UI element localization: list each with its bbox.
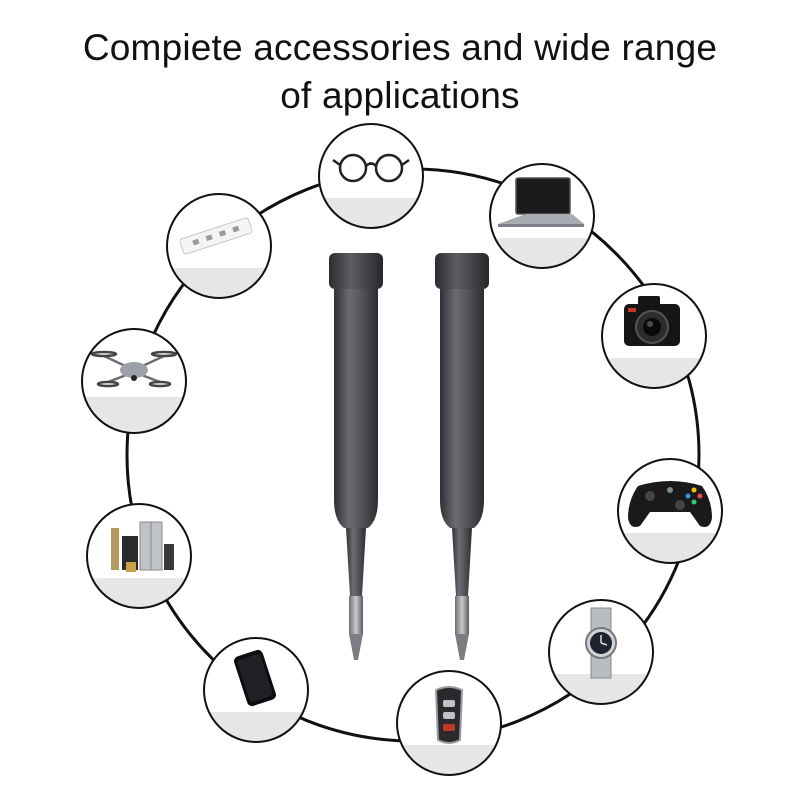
laptop-icon [498,177,584,227]
game-controller-badge [617,458,723,564]
headline-line-2: of applications [280,75,520,116]
eyeglasses-badge [318,123,424,229]
drone-badge [81,328,187,434]
headline-line-1: Compiete accessories and wide range [82,27,718,68]
power-strip-badge [166,193,272,299]
laptop-badge [489,163,595,269]
headline: Compiete accessories and wide range of a… [0,24,800,120]
eyeglasses-icon [332,153,410,183]
smartphone-badge [203,637,309,743]
power-strip-icon [179,217,253,255]
home-appliances-badge [86,503,192,609]
camera-icon [624,296,680,346]
car-key-fob-icon [434,686,464,744]
camera-badge [601,283,707,389]
car-key-fob-badge [396,670,502,776]
precision-screwdriver-right [435,253,489,660]
smartphone-icon [234,649,276,707]
game-controller-icon [628,481,712,527]
wristwatch-icon [585,607,617,679]
precision-screwdriver-left [329,253,383,660]
home-appliances-icon [111,521,174,572]
